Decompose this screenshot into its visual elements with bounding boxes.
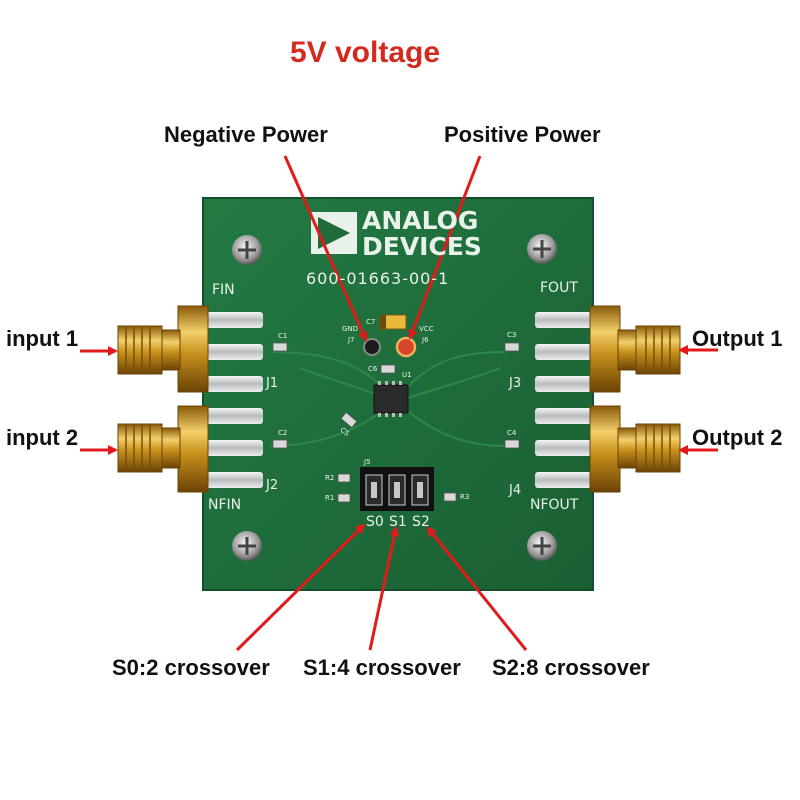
j2-label: J2 [266, 478, 279, 493]
sma-connector-output-1 [589, 305, 681, 393]
s2-pin-label: S2 [412, 514, 430, 530]
s2-crossover-label: S2:8 crossover [492, 655, 650, 680]
r3-label: R3 [460, 493, 470, 501]
title: 5V voltage [289, 36, 441, 69]
sma-connector-input-2 [117, 405, 209, 493]
nfout-label: NFOUT [530, 497, 579, 513]
screw-icon [232, 235, 262, 265]
c4-label: C4 [507, 429, 517, 437]
sma-connector-input-1 [117, 305, 209, 393]
c7-label: C7 [366, 318, 376, 326]
j3-label: J3 [509, 376, 522, 391]
output-1-label: Output 1 [692, 326, 783, 351]
j6-label: J6 [422, 336, 429, 344]
c3-label: C3 [507, 331, 517, 339]
left-sma-pads [205, 312, 263, 488]
sma-connector-output-2 [589, 405, 681, 493]
c2-label: C2 [278, 429, 288, 437]
r1-label: R1 [325, 494, 335, 502]
j5-label: J5 [364, 458, 371, 466]
gnd-test-point [363, 338, 381, 356]
screw-icon [527, 531, 557, 561]
gnd-label: GND [342, 325, 359, 333]
right-sma-pads [535, 312, 593, 488]
input-1-label: input 1 [6, 326, 79, 351]
u1-label: U1 [402, 371, 412, 379]
j1-label: J1 [266, 376, 279, 391]
output-2-label: Output 2 [692, 425, 783, 450]
vcc-test-point [395, 336, 417, 358]
c1-label: C1 [278, 332, 288, 340]
part-number: 600-01663-00-1 [306, 269, 450, 288]
callout-arrows [80, 155, 718, 652]
j4-label: J4 [509, 483, 522, 498]
capacitors [272, 342, 520, 503]
fin-label: FIN [212, 282, 235, 298]
s1-pin-label: S1 [389, 514, 407, 530]
negative-power-label: Negative Power [164, 122, 328, 147]
screw-icon [232, 531, 262, 561]
logo-devices: DEVICES [362, 232, 482, 261]
s0-crossover-label: S0:2 crossover [112, 655, 270, 680]
ic-chip-u1 [373, 381, 409, 417]
vcc-label: VCC [419, 325, 434, 333]
nfin-label: NFIN [208, 497, 242, 513]
r2-label: R2 [325, 474, 335, 482]
screw-icon [527, 234, 557, 264]
input-2-label: input 2 [6, 425, 79, 450]
c6-label: C6 [368, 365, 378, 373]
jumper-header-j5 [360, 467, 434, 511]
s0-pin-label: S0 [366, 514, 384, 530]
j7-label: J7 [348, 336, 355, 344]
fout-label: FOUT [540, 280, 578, 296]
positive-power-label: Positive Power [444, 122, 601, 147]
s1-crossover-label: S1:4 crossover [303, 655, 461, 680]
logo-analog: ANALOG [362, 206, 479, 235]
